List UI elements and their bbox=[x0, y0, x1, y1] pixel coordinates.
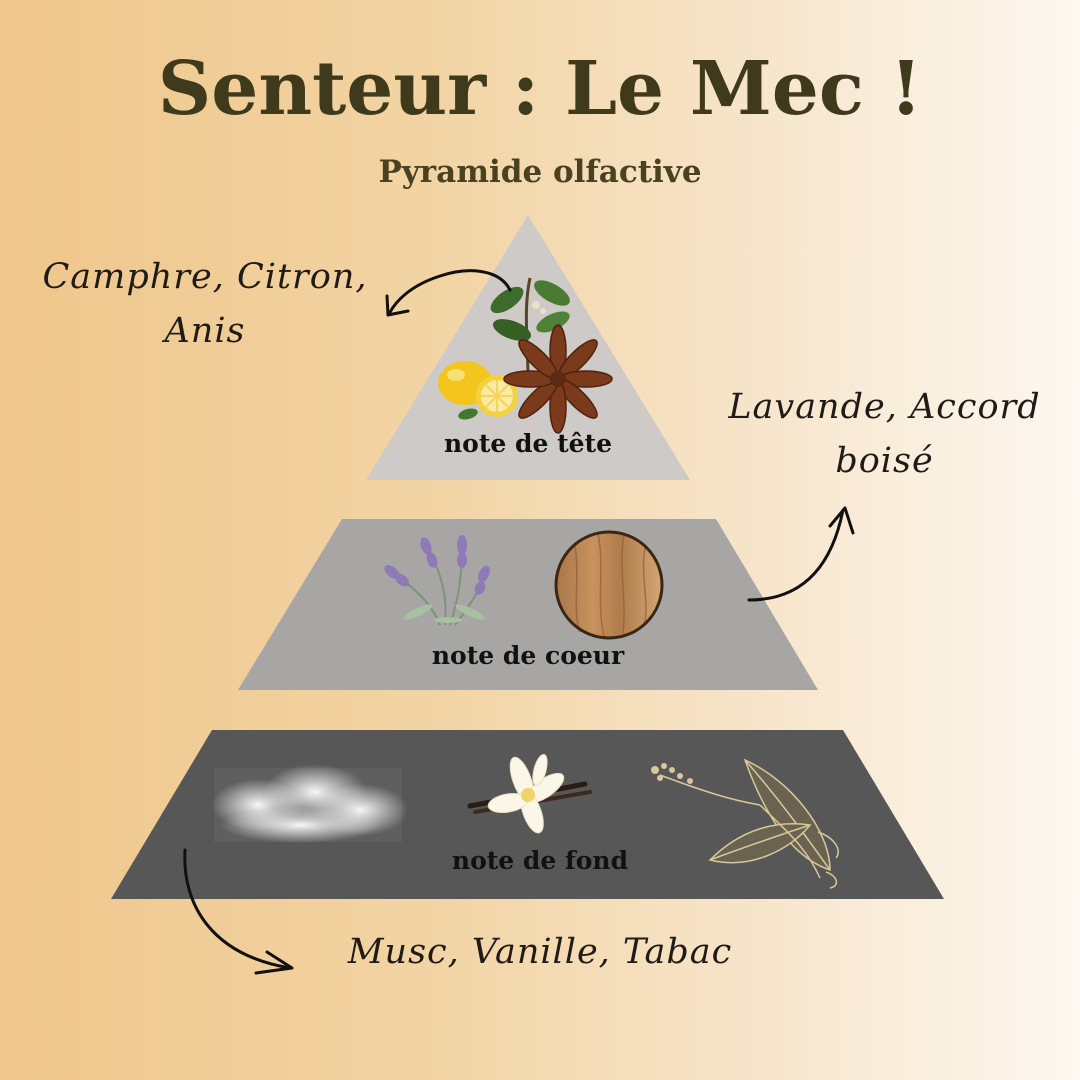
vanilla-flower-icon bbox=[467, 753, 592, 834]
lavender-icon bbox=[384, 535, 490, 626]
smoke-cloud-icon bbox=[212, 764, 408, 843]
lemon-icon bbox=[438, 361, 518, 420]
tier-top-label: note de tête bbox=[443, 429, 612, 458]
tier-middle-shape bbox=[238, 519, 818, 690]
star-anise-icon bbox=[503, 324, 613, 434]
top-notes-text: Camphre, Citron, Anis bbox=[40, 250, 370, 359]
arrow-bottom-icon bbox=[183, 848, 294, 975]
bottom-notes-text: Musc, Vanille, Tabac bbox=[347, 932, 733, 972]
top-notes-line2: Anis bbox=[164, 311, 246, 352]
page-title: Senteur : Le Mec ! bbox=[157, 46, 923, 132]
tier-middle-label: note de coeur bbox=[431, 641, 625, 670]
middle-notes-text: Lavande, Accord boisé bbox=[712, 380, 1057, 489]
page-subtitle: Pyramide olfactive bbox=[378, 154, 702, 190]
tobacco-plant-icon bbox=[651, 758, 839, 889]
arrow-middle-icon bbox=[747, 506, 855, 602]
top-notes-line1: Camphre, Citron, bbox=[42, 257, 368, 297]
tier-bottom-label: note de fond bbox=[451, 846, 629, 875]
arrow-top-icon bbox=[385, 269, 512, 317]
middle-notes-line2: boisé bbox=[835, 441, 934, 482]
middle-notes-line1: Lavande, Accord bbox=[728, 387, 1041, 427]
wood-disc-icon bbox=[554, 530, 664, 640]
camphor-leaf-icon bbox=[490, 277, 570, 373]
